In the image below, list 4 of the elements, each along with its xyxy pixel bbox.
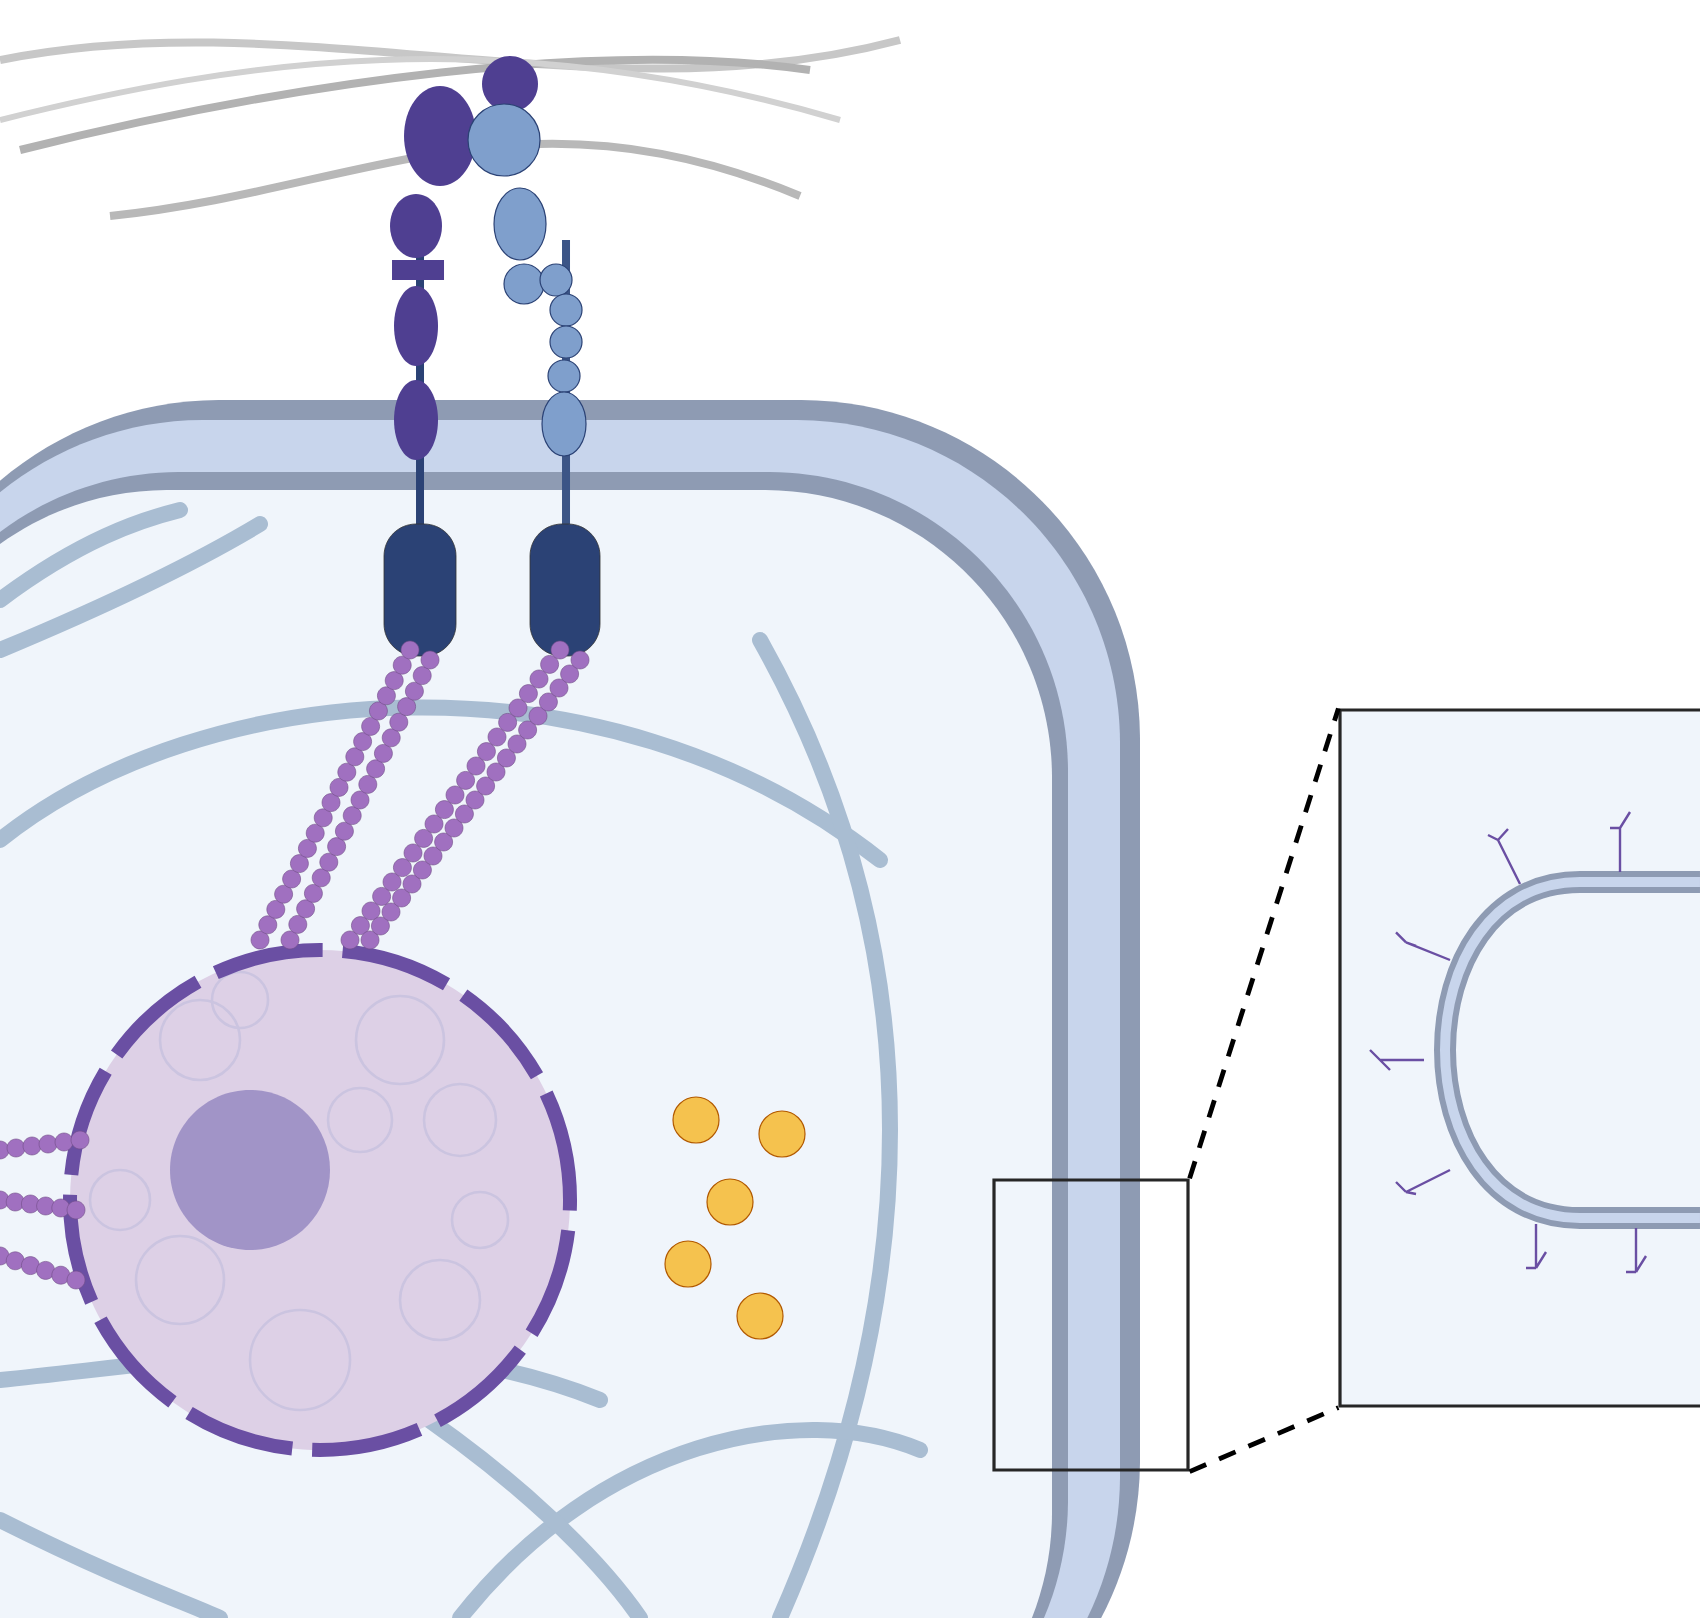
dashed-line bbox=[1188, 1405, 1340, 1474]
dashed-line bbox=[1187, 707, 1341, 1180]
inset-drawing bbox=[1338, 708, 1700, 1408]
zoom-box bbox=[992, 1178, 1190, 1472]
